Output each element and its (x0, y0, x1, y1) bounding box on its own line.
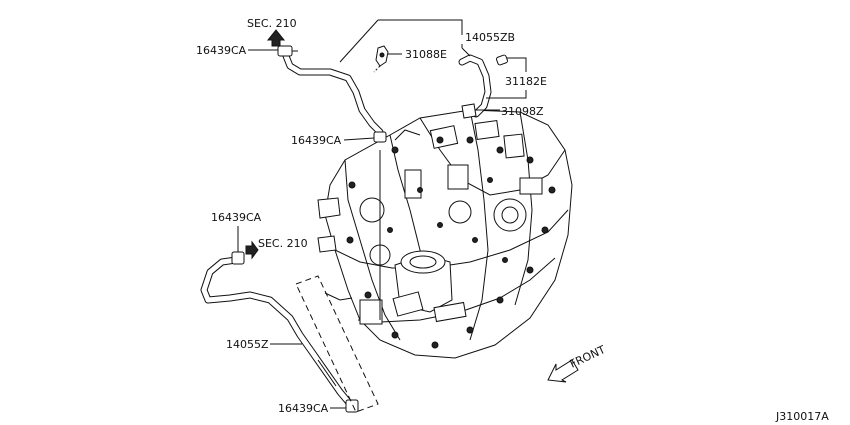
label-clamp-upper-mid: 16439CA (291, 134, 342, 147)
clamp-bottom (345, 399, 359, 413)
transmission-assembly (317, 109, 573, 359)
upper-hose-14055zb (282, 52, 384, 136)
front-arrow-icon (547, 359, 579, 383)
label-front: FRONT (568, 343, 608, 371)
label-sec-210-top: SEC. 210 (247, 17, 297, 30)
label-bracket: 31088E (405, 48, 447, 61)
label-hose-connector: 31098Z (501, 105, 544, 118)
lower-hose-14055z (200, 256, 354, 408)
assembly-dashed-outline (295, 275, 379, 413)
bracket-31088e (373, 45, 389, 73)
label-hose-lower: 14055Z (226, 338, 269, 351)
label-clamp-bottom: 16439CA (278, 402, 329, 415)
connector-31098z (461, 103, 477, 119)
leader-lines (237, 19, 527, 409)
label-hose-upper: 14055ZB (465, 31, 515, 44)
label-hose-small: 31182E (505, 75, 547, 88)
small-hose-31182e (458, 54, 509, 118)
clamp-top (277, 45, 298, 57)
sec-210-top-arrow (266, 29, 286, 47)
label-diagram-id: J310017A (775, 410, 829, 423)
sec-210-mid-arrow (245, 240, 259, 260)
clamp-left (231, 244, 245, 265)
label-clamp-top: 16439CA (196, 44, 247, 57)
label-sec-210-mid: SEC. 210 (258, 237, 308, 250)
label-clamp-left: 16439CA (211, 211, 262, 224)
clamp-upper-mid (373, 131, 387, 143)
